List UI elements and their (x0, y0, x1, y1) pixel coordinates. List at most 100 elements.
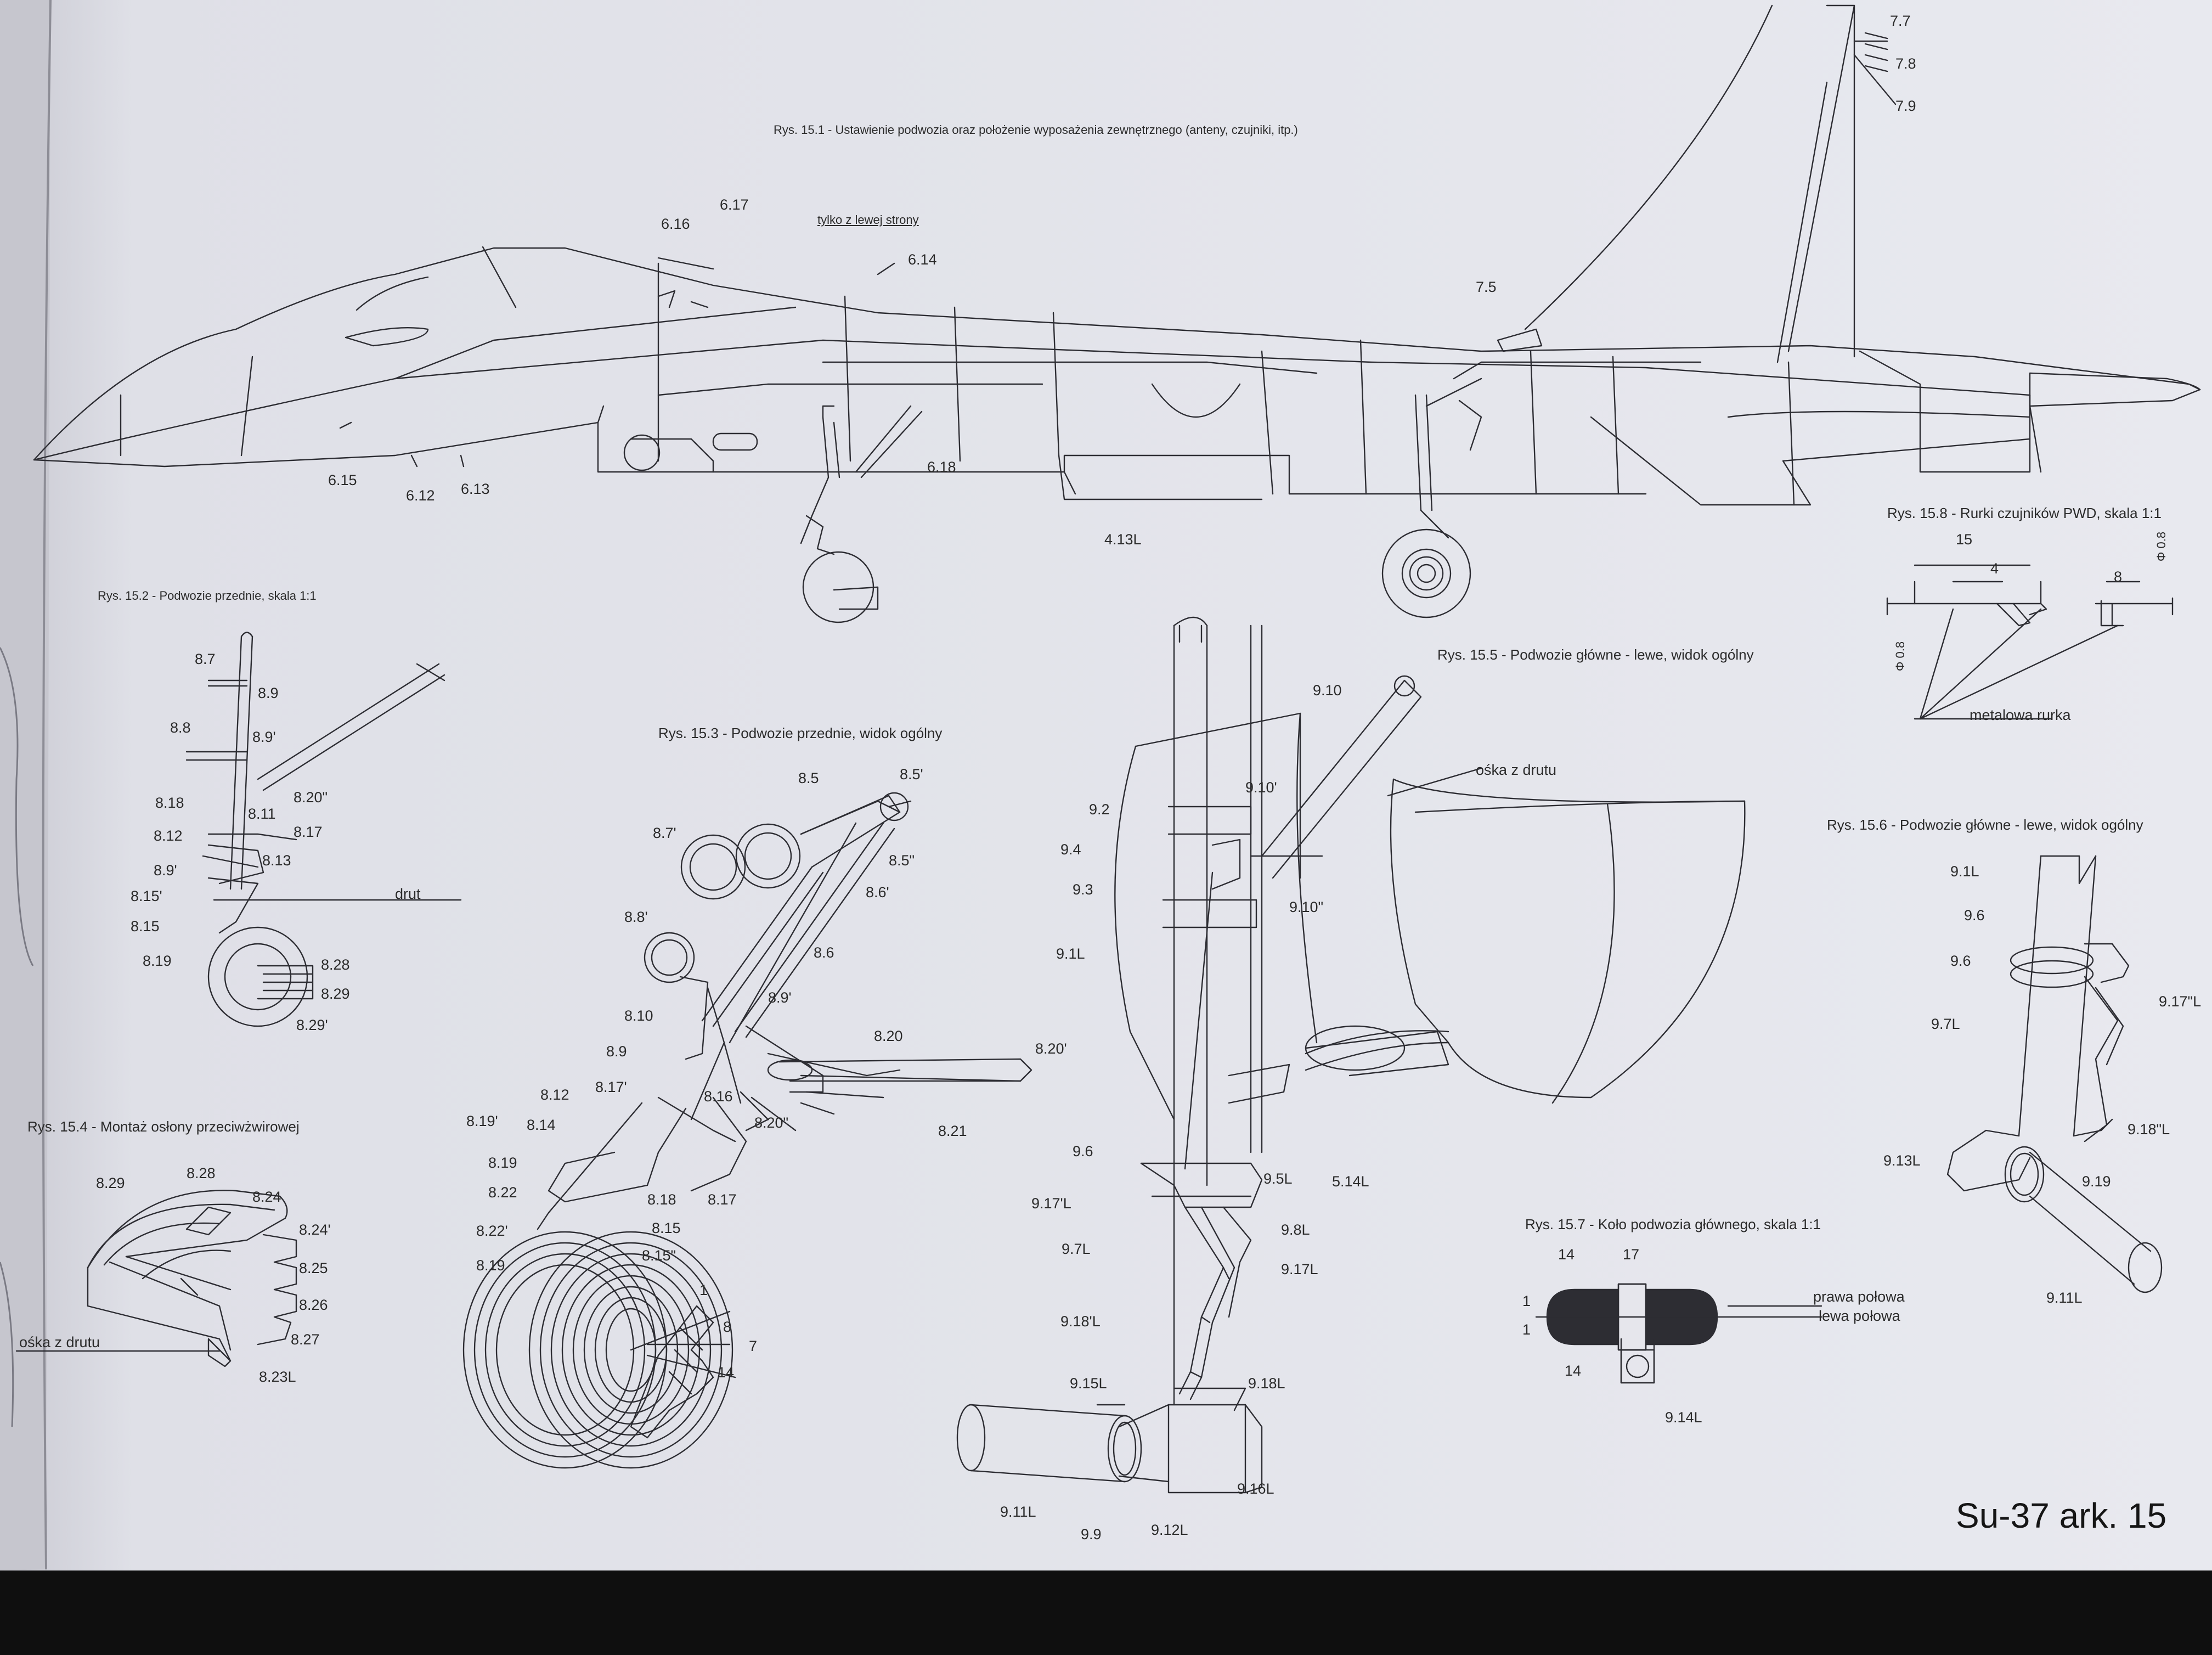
part-label-l2-8-12: 8.12 (154, 828, 183, 844)
part-label-l6-9-18ppL: 9.18"L (2128, 1121, 2170, 1138)
part-label-l3-8-16: 8.16 (704, 1088, 733, 1105)
part-label-l5-9-10: 9.10 (1313, 682, 1342, 699)
part-label-l3-8-19p: 8.19' (466, 1113, 498, 1129)
part-label-l8-d08b: Φ 0.8 (1893, 641, 1908, 672)
part-label-l5-9-17pL: 9.17'L (1031, 1195, 1071, 1212)
part-label-l3-8-17: 8.17 (708, 1191, 737, 1208)
fig15-3-caption: Rys. 15.3 - Podwozie przednie, widok ogó… (658, 725, 943, 741)
part-label-l8-rurka: metalowa rurka (1970, 707, 2071, 723)
part-label-l7-17: 17 (1623, 1246, 1640, 1263)
fig15-1-note: tylko z lewej strony (817, 213, 919, 227)
part-label-l3-8-19: 8.19 (488, 1155, 517, 1171)
part-label-l2-8-17: 8.17 (294, 824, 323, 840)
part-label-l5-9-18L: 9.18L (1248, 1375, 1285, 1392)
part-label-l4-8-23L: 8.23L (259, 1369, 296, 1385)
gravel-guard-view (15, 1190, 297, 1367)
part-label-l3-8-17p: 8.17' (595, 1079, 627, 1095)
part-label-l-7-7: 7.7 (1890, 13, 1911, 29)
part-label-l3-8-22p: 8.22' (476, 1223, 508, 1239)
part-label-l3-8-20p: 8.20' (1035, 1040, 1067, 1057)
part-label-l5-9-2: 9.2 (1089, 801, 1110, 818)
part-label-l3-8-22: 8.22 (488, 1184, 517, 1201)
part-label-l4-oska: ośka z drutu (19, 1334, 100, 1350)
nose-gear-general-view (462, 792, 1032, 1469)
part-label-l5-9-9: 9.9 (1081, 1526, 1102, 1543)
part-label-l6-9-11L: 9.11L (2046, 1290, 2083, 1306)
part-label-l3-8-9p: 8.9' (768, 989, 792, 1006)
part-label-l3-8-9: 8.9 (606, 1043, 627, 1060)
part-label-l8-15: 15 (1956, 531, 1973, 548)
aircraft-side-view (33, 4, 2201, 623)
part-label-l5-oska: ośka z drutu (1476, 762, 1557, 778)
part-label-l5-9-4: 9.4 (1060, 841, 1081, 858)
part-label-l-6-13: 6.13 (461, 481, 490, 497)
part-label-l3-8-5pp: 8.5" (889, 852, 915, 869)
part-label-l4-8-28: 8.28 (187, 1165, 216, 1181)
part-label-l-6-15: 6.15 (328, 472, 357, 488)
part-label-l6-9-7L: 9.7L (1931, 1016, 1960, 1032)
part-label-l3-8-15pp: 8.15" (642, 1247, 676, 1264)
part-label-l5-9-12L: 9.12L (1151, 1522, 1188, 1538)
part-label-l2-drut: drut (395, 886, 421, 902)
part-label-l6-9-6a: 9.6 (1964, 907, 1985, 924)
part-label-l5-9-1L: 9.1L (1056, 945, 1085, 962)
part-label-l5-9-6: 9.6 (1073, 1143, 1093, 1159)
part-label-l-6-18: 6.18 (927, 459, 956, 475)
paper-page (0, 0, 2212, 1570)
part-label-l4-8-25: 8.25 (299, 1260, 328, 1276)
part-label-l4-8-24p: 8.24' (299, 1221, 331, 1238)
part-label-l2-8-11: 8.11 (248, 806, 276, 822)
part-label-l5-9-18pL: 9.18'L (1060, 1313, 1101, 1330)
part-label-l3-8-18: 8.18 (647, 1191, 676, 1208)
part-label-l-6-17: 6.17 (720, 196, 749, 213)
part-label-l7-14a: 14 (1558, 1246, 1575, 1263)
part-label-l8-4: 4 (1990, 560, 1999, 577)
fig15-8-caption: Rys. 15.8 - Rurki czujników PWD, skala 1… (1887, 505, 2162, 521)
part-label-l7-lewa: lewa połowa (1819, 1308, 1900, 1324)
sheet-title: Su-37 ark. 15 (1956, 1496, 2167, 1535)
part-label-l4-8-26: 8.26 (299, 1297, 328, 1313)
part-label-l3-8: 8 (723, 1319, 732, 1335)
part-label-l5-9-17L: 9.17L (1281, 1261, 1318, 1277)
part-label-l3-8-6p: 8.6' (866, 884, 889, 900)
main-wheel-scale-view (1535, 1283, 1822, 1384)
part-label-l5-9-15L: 9.15L (1070, 1375, 1107, 1392)
part-label-l3-8-15: 8.15 (652, 1220, 681, 1236)
fig15-1-caption: Rys. 15.1 - Ustawienie podwozia oraz poł… (774, 123, 1298, 137)
part-label-l2-8-28: 8.28 (321, 956, 350, 973)
part-label-l3-8-14: 8.14 (527, 1117, 556, 1133)
part-label-l-7-5: 7.5 (1476, 279, 1497, 295)
part-label-l2-8-13: 8.13 (262, 852, 291, 869)
part-label-l2-8-9p: 8.9' (252, 729, 276, 745)
part-label-l-4-13L: 4.13L (1104, 531, 1142, 548)
part-label-l3-8-5: 8.5 (798, 770, 819, 786)
part-label-l5-9-5L: 9.5L (1263, 1170, 1293, 1187)
part-label-l3-1: 1 (699, 1282, 708, 1298)
part-label-l2-8-18: 8.18 (155, 795, 184, 811)
main-gear-left-view (956, 616, 1746, 1494)
part-label-l-6-14: 6.14 (908, 251, 937, 268)
part-label-l4-8-27: 8.27 (291, 1331, 320, 1348)
part-label-l2-8-20pp: 8.20" (294, 789, 328, 806)
part-label-l2-8-8: 8.8 (170, 719, 191, 736)
part-label-l7-1b: 1 (1522, 1321, 1531, 1338)
part-label-l8-d08a: Φ 0.8 (2154, 531, 2169, 562)
part-label-l6-9-6b: 9.6 (1950, 953, 1971, 969)
part-label-l2-8-15: 8.15 (131, 918, 160, 935)
fig15-6-caption: Rys. 15.6 - Podwozie główne - lewe, wido… (1827, 817, 2143, 833)
part-label-l3-8-21: 8.21 (938, 1123, 967, 1139)
part-label-l4-8-24: 8.24 (252, 1189, 281, 1205)
part-label-l7-1a: 1 (1522, 1293, 1531, 1309)
part-label-l3-8-5p: 8.5' (900, 766, 923, 783)
part-label-l7-prawa: prawa połowa (1813, 1288, 1905, 1305)
part-label-l5-5-14L: 5.14L (1332, 1173, 1369, 1190)
part-label-l-7-8: 7.8 (1895, 55, 1916, 72)
part-label-l5-9-10pp: 9.10" (1289, 899, 1324, 915)
part-label-l5-9-11L: 9.11L (1000, 1504, 1036, 1520)
part-label-l2-8-19: 8.19 (143, 953, 172, 969)
fig15-4-caption: Rys. 15.4 - Montaż osłony przeciwżwirowe… (27, 1118, 300, 1135)
part-label-l4-8-29: 8.29 (96, 1175, 125, 1191)
part-label-l3-8-6: 8.6 (814, 944, 834, 961)
part-label-l6-9-13L: 9.13L (1883, 1152, 1921, 1169)
part-label-l-6-16: 6.16 (661, 216, 690, 232)
